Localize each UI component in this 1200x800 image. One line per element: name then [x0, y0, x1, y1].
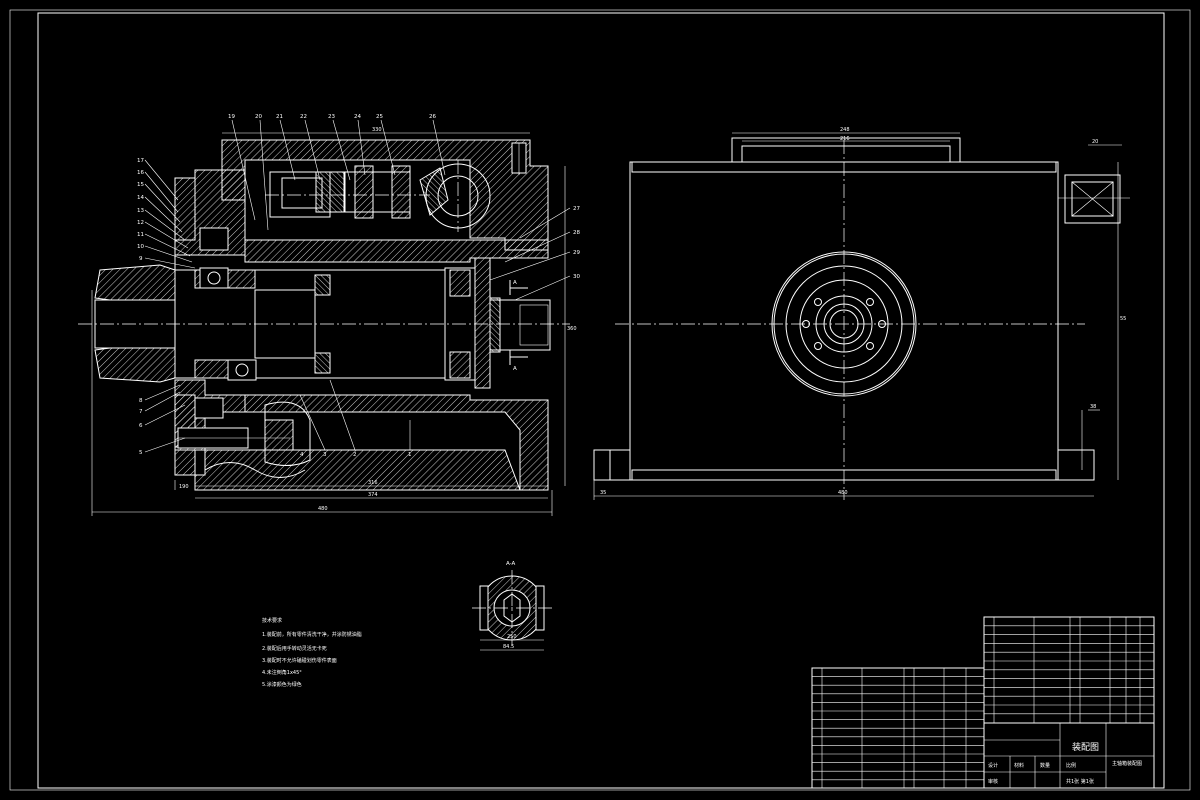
parts-list-lower — [811, 667, 985, 789]
side-dimensions: 316 374 480 190 330 360 — [91, 127, 577, 516]
part-5: 5 — [139, 450, 143, 456]
title-block: 装配图 主轴箱装配图 设计 审核 比例 材料 数量 共1张 第1张 — [983, 722, 1155, 789]
section-aa-view: A-A 250 84.5 — [472, 561, 552, 651]
dim-316: 316 — [368, 480, 378, 486]
part-9: 9 — [139, 256, 143, 262]
dim-38: 38 — [1090, 404, 1096, 410]
part-8: 8 — [139, 398, 143, 404]
title-block-drawing-name: 主轴箱装配图 — [1112, 760, 1142, 767]
part-26: 26 — [429, 114, 436, 120]
dim-480: 480 — [318, 506, 328, 512]
note-4: 4.未注倒角1x45° — [262, 669, 302, 676]
part-17: 17 — [137, 158, 144, 164]
part-11: 11 — [137, 232, 144, 238]
part-24: 24 — [354, 114, 361, 120]
part-7: 7 — [139, 409, 143, 415]
part-28: 28 — [573, 230, 580, 236]
part-13: 13 — [137, 208, 144, 214]
technical-notes: 技术要求 1.装配前，所有零件清洗干净，并涂防锈油脂 2.装配后用手转动灵活无卡… — [262, 617, 362, 688]
part-12: 12 — [137, 220, 144, 226]
outer-border — [9, 9, 1191, 791]
title-block-sheet: 共1张 第1张 — [1066, 778, 1094, 785]
title-block-scale: 比例 — [1066, 762, 1076, 769]
part-labels-top: 19 20 21 22 23 24 25 26 — [228, 114, 446, 231]
section-aa-label: A-A — [506, 561, 516, 567]
part-19: 19 — [228, 114, 235, 120]
dim-35: 35 — [600, 490, 606, 496]
part-labels-right: 27 28 29 30 — [489, 206, 580, 301]
title-block-quantity: 数量 — [1040, 762, 1050, 769]
note-3: 3.装配时不允许磕碰划伤零件表面 — [262, 657, 337, 664]
dim-55: 55 — [1120, 316, 1126, 322]
title-block-checker: 审核 — [988, 778, 998, 785]
part-labels-bottom: 4 3 2 1 — [299, 379, 412, 458]
part-27: 27 — [573, 206, 580, 212]
front-view: 248 216 480 35 20 55 38 — [593, 127, 1130, 500]
dim-248: 248 — [840, 127, 850, 133]
notes-title: 技术要求 — [262, 617, 282, 624]
part-14: 14 — [137, 195, 144, 201]
part-10: 10 — [137, 244, 144, 250]
dim-aa-250: 250 — [507, 634, 517, 640]
dim-330: 330 — [372, 127, 382, 133]
part-6: 6 — [139, 423, 143, 429]
dim-20: 20 — [1092, 139, 1098, 145]
part-20: 20 — [255, 114, 262, 120]
parts-list-upper — [983, 616, 1155, 724]
dim-190: 190 — [179, 484, 189, 490]
dim-360: 360 — [567, 326, 577, 332]
part-25: 25 — [376, 114, 383, 120]
part-16: 16 — [137, 170, 144, 176]
dim-374: 374 — [368, 492, 378, 498]
section-view: A A 19 20 21 22 23 24 25 26 — [78, 114, 580, 516]
inner-border — [37, 12, 1165, 789]
title-block-designer: 设计 — [988, 762, 998, 769]
title-block-title: 装配图 — [1072, 741, 1099, 753]
title-block-material: 材料 — [1014, 762, 1024, 769]
dim-aa-84: 84.5 — [503, 644, 514, 650]
part-2: 2 — [353, 452, 357, 458]
note-2: 2.装配后用手转动灵活无卡死 — [262, 645, 327, 652]
note-1: 1.装配前，所有零件清洗干净，并涂防锈油脂 — [262, 631, 362, 638]
section-label-a-top: A — [513, 280, 517, 286]
part-labels-left: 17 16 15 14 13 12 11 10 9 8 7 6 5 — [137, 158, 196, 456]
part-29: 29 — [573, 250, 580, 256]
dim-216: 216 — [840, 136, 850, 142]
part-15: 15 — [137, 182, 144, 188]
section-label-a-bottom: A — [513, 366, 517, 372]
part-21: 21 — [276, 114, 283, 120]
part-30: 30 — [573, 274, 580, 280]
dim-front-480: 480 — [838, 490, 848, 496]
part-1: 1 — [408, 452, 412, 458]
part-23: 23 — [328, 114, 335, 120]
part-3: 3 — [323, 452, 327, 458]
part-22: 22 — [300, 114, 307, 120]
part-4: 4 — [300, 452, 304, 458]
note-5: 5.涂漆颜色为绿色 — [262, 681, 302, 688]
